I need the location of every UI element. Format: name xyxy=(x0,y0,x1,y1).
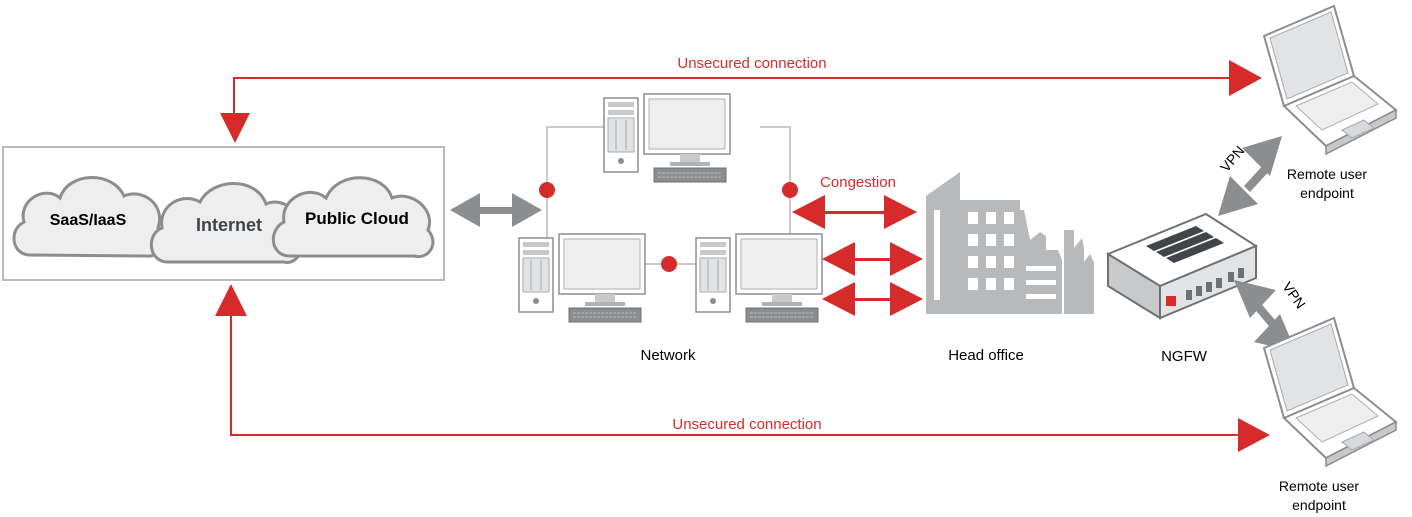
congestion-dot xyxy=(539,182,555,198)
desktop-computer-icon xyxy=(695,233,823,323)
arrowhead-right-icon xyxy=(1229,60,1262,96)
saas-label: SaaS/IaaS xyxy=(50,212,127,229)
bottom-connection-label: Unsecured connection xyxy=(672,416,821,433)
head-office-label: Head office xyxy=(948,347,1024,364)
arrowhead-up-icon xyxy=(215,284,247,316)
laptop-icon xyxy=(1263,5,1397,155)
arrowhead-right-icon xyxy=(1238,418,1270,452)
public-cloud-label: Public Cloud xyxy=(305,209,409,228)
vpn-top-label: VPN xyxy=(1217,143,1248,175)
internet-label: Internet xyxy=(196,215,262,235)
firewall-appliance-icon xyxy=(1105,212,1259,320)
ngfw-label: NGFW xyxy=(1161,348,1208,365)
congestion-dot xyxy=(661,256,677,272)
arrowhead-down-icon xyxy=(220,113,250,143)
top-connection-label: Unsecured connection xyxy=(677,55,826,72)
vpn-top-arrow xyxy=(1218,136,1282,216)
double-arrow-icon xyxy=(822,242,923,276)
remote-user-top-label-line2: endpoint xyxy=(1300,185,1354,201)
desktop-computer-icon xyxy=(518,233,646,323)
bottom-unsecured-connection xyxy=(215,284,1270,452)
congestion-arrows xyxy=(792,195,923,316)
congestion-dot xyxy=(782,182,798,198)
cloud-icon xyxy=(12,176,435,264)
laptop-icon xyxy=(1263,317,1397,467)
remote-user-bottom-label: Remote user xyxy=(1279,478,1359,494)
vpn-bottom-label: VPN xyxy=(1279,279,1309,312)
remote-user-top-label: Remote user xyxy=(1287,166,1367,182)
double-arrow-icon xyxy=(792,195,917,229)
building-icon xyxy=(926,172,1094,314)
double-arrow-icon xyxy=(822,282,923,316)
congestion-label: Congestion xyxy=(820,174,896,191)
double-arrow-icon xyxy=(450,193,542,227)
top-unsecured-connection xyxy=(220,60,1262,143)
network-label: Network xyxy=(640,347,696,364)
remote-user-bottom-label-line2: endpoint xyxy=(1292,497,1346,513)
desktop-computer-icon xyxy=(603,93,731,183)
